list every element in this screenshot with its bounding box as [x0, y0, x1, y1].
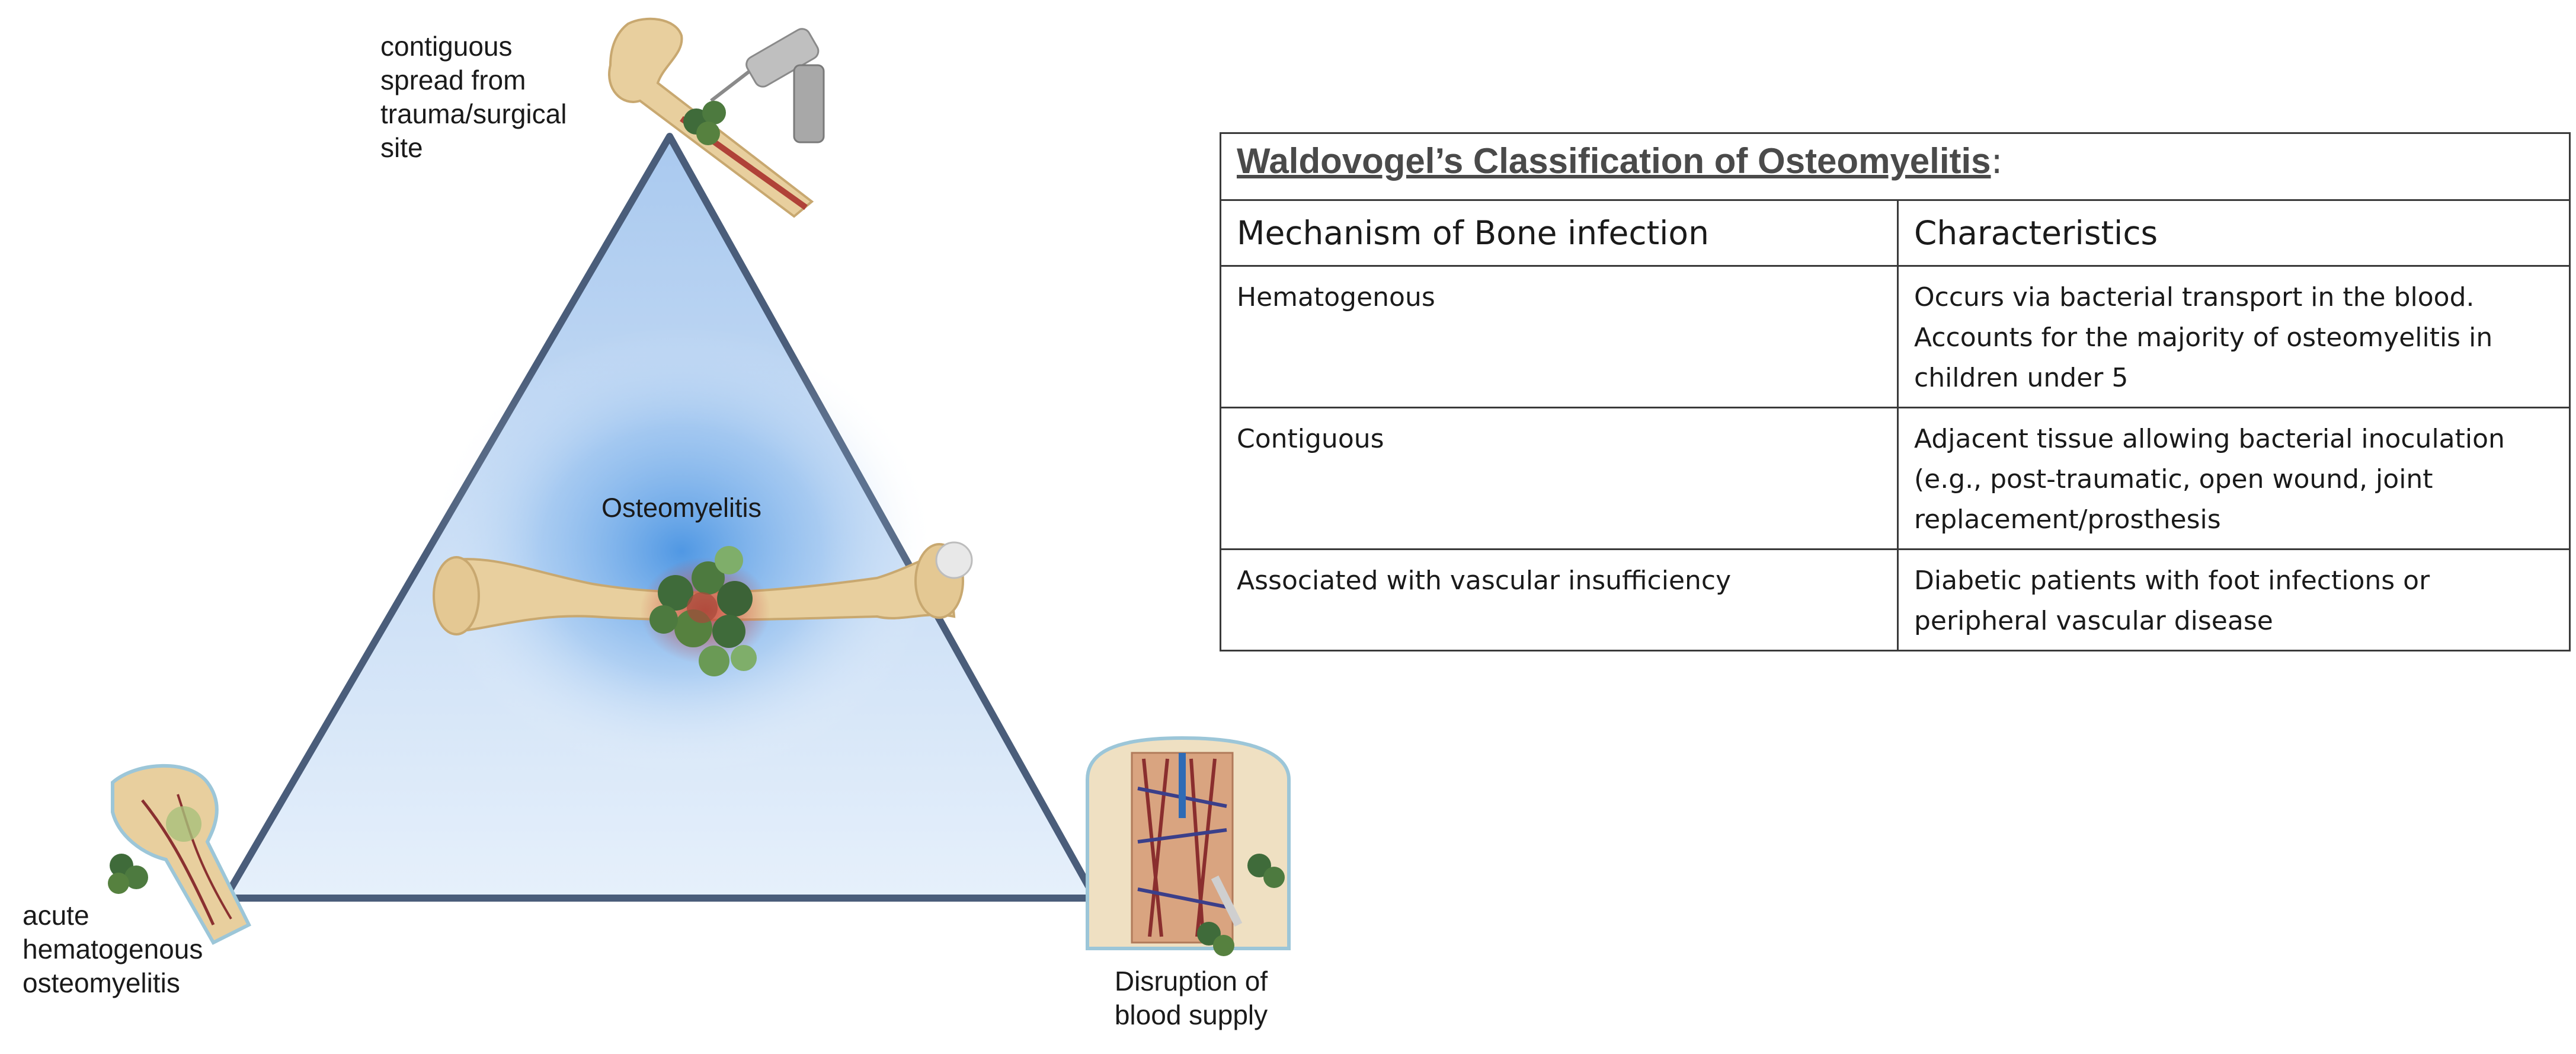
table-title-punct: :: [1991, 140, 2003, 182]
table-row: Hematogenous Occurs via bacterial transp…: [1220, 265, 2571, 408]
row-characteristics: Occurs via bacterial transport in the bl…: [1897, 265, 2571, 408]
header-characteristics: Characteristics: [1897, 199, 2571, 267]
row-mechanism: Hematogenous: [1220, 265, 1899, 408]
right-blood-supply-illustration: [1086, 736, 1291, 956]
table-title-row: Waldovogel’s Classification of Osteomyel…: [1220, 132, 2571, 201]
right-vertex-label: Disruption of blood supply: [1114, 966, 1268, 1030]
header-mechanism: Mechanism of Bone infection: [1220, 199, 1899, 267]
left-vertex-label: acute hematogenous osteomyelitis: [23, 900, 203, 998]
center-glow: [427, 326, 936, 777]
center-label: Osteomyelitis: [601, 493, 762, 523]
top-bone-drill-illustration: [608, 17, 825, 218]
row-mechanism: Contiguous: [1220, 407, 1899, 550]
table-row: Contiguous Adjacent tissue allowing bact…: [1220, 407, 2571, 550]
diagram-graphics: [108, 17, 1291, 956]
central-bone-illustration: [433, 541, 973, 635]
osteomyelitis-triangle-diagram: Osteomyelitis contiguous spread from tra…: [23, 17, 1291, 1030]
table-title: Waldovogel’s Classification of Osteomyel…: [1237, 141, 1991, 181]
classification-table: Waldovogel’s Classification of Osteomyel…: [1220, 132, 2571, 651]
bacteria-cluster-center: [649, 546, 757, 676]
top-vertex-label: contiguous spread from trauma/surgical s…: [380, 31, 567, 163]
row-characteristics: Diabetic patients with foot infections o…: [1897, 548, 2571, 651]
row-mechanism: Associated with vascular insufficiency: [1220, 548, 1899, 651]
table-header-row: Mechanism of Bone infection Characterist…: [1220, 199, 2571, 267]
table-row: Associated with vascular insufficiency D…: [1220, 548, 2571, 651]
row-characteristics: Adjacent tissue allowing bacterial inocu…: [1897, 407, 2571, 550]
left-bone-illustration: [108, 764, 252, 945]
